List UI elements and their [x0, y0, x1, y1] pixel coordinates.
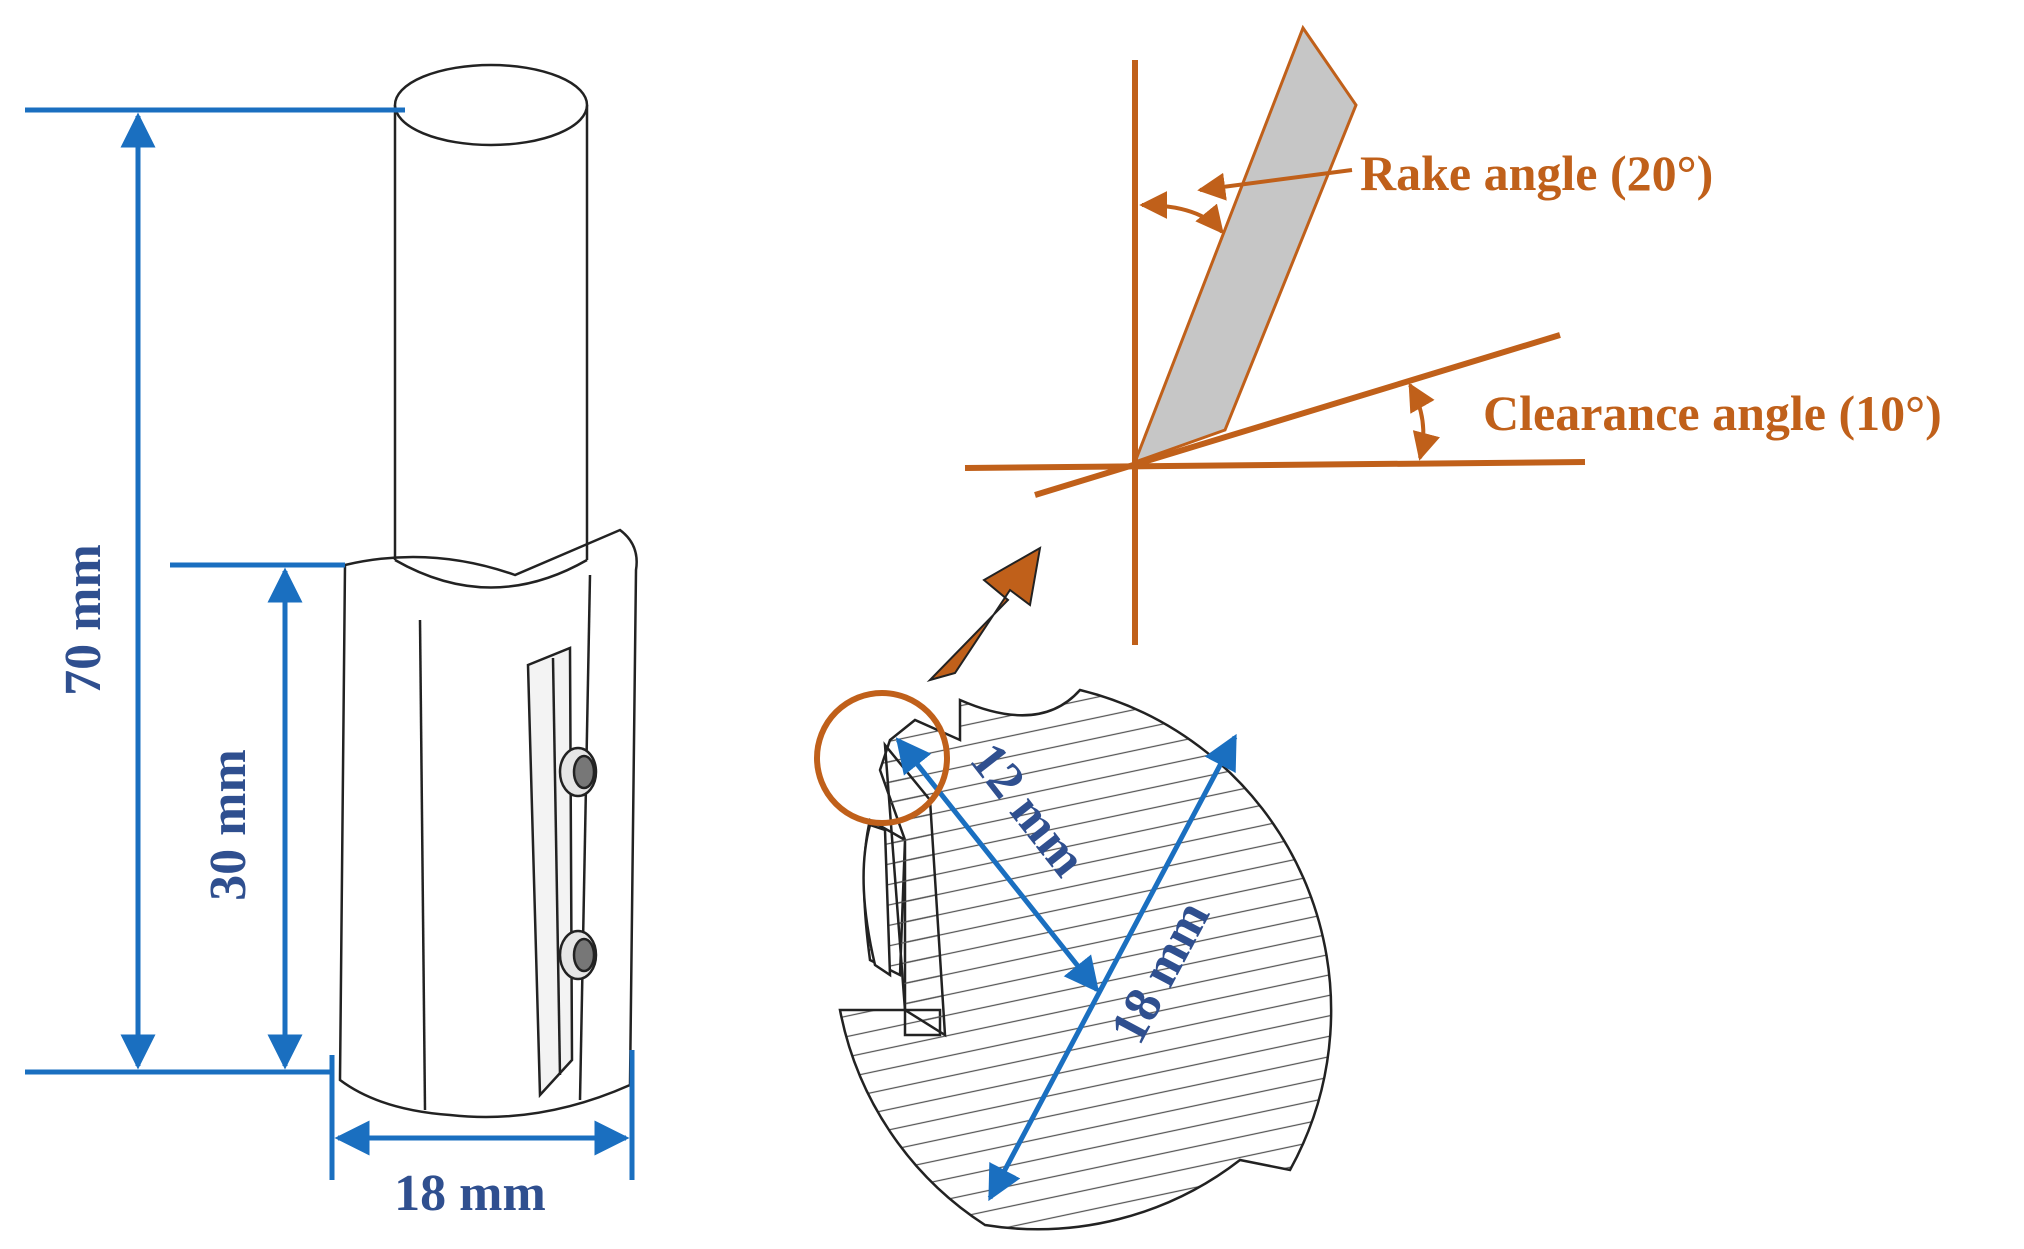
flute-line-left	[418, 619, 427, 1111]
insert-blade	[526, 646, 574, 1099]
shank	[393, 105, 589, 560]
detail-highlight-circle	[814, 690, 950, 826]
dimension-lines	[25, 107, 635, 1180]
router-bit-drawing	[338, 63, 638, 1119]
rake-angle-leader	[1197, 168, 1353, 201]
shank-base-curve	[394, 558, 588, 589]
screw-icon	[558, 929, 598, 981]
clearance-angle-arc	[1408, 382, 1440, 461]
blade-tip	[1132, 24, 1358, 465]
clearance-line	[1034, 332, 1561, 498]
label-cutting-length: 30 mm	[200, 749, 257, 901]
horizontal-reference-line	[964, 459, 1586, 471]
callout-arrow-icon	[926, 546, 1042, 682]
cross-section-dimensions	[895, 733, 1238, 1202]
rake-angle-arc	[1139, 191, 1224, 235]
label-overall-length: 70 mm	[55, 544, 112, 696]
angle-detail: Rake angle (20°) Clearance angle (10°)	[964, 24, 1942, 645]
insert-face	[551, 657, 562, 1076]
cross-section-screw	[862, 823, 892, 978]
screw-icon	[558, 746, 598, 798]
cross-section	[838, 688, 1333, 1231]
label-clearance-angle: Clearance angle (10°)	[1483, 385, 1942, 441]
cutter-body	[338, 528, 638, 1119]
dim-line-18mm-section	[987, 733, 1238, 1202]
shank-top	[393, 63, 589, 147]
flute-line-right	[578, 574, 592, 1101]
label-tool-diameter: 18 mm	[394, 1165, 546, 1222]
label-rake-angle: Rake angle (20°)	[1360, 145, 1713, 201]
